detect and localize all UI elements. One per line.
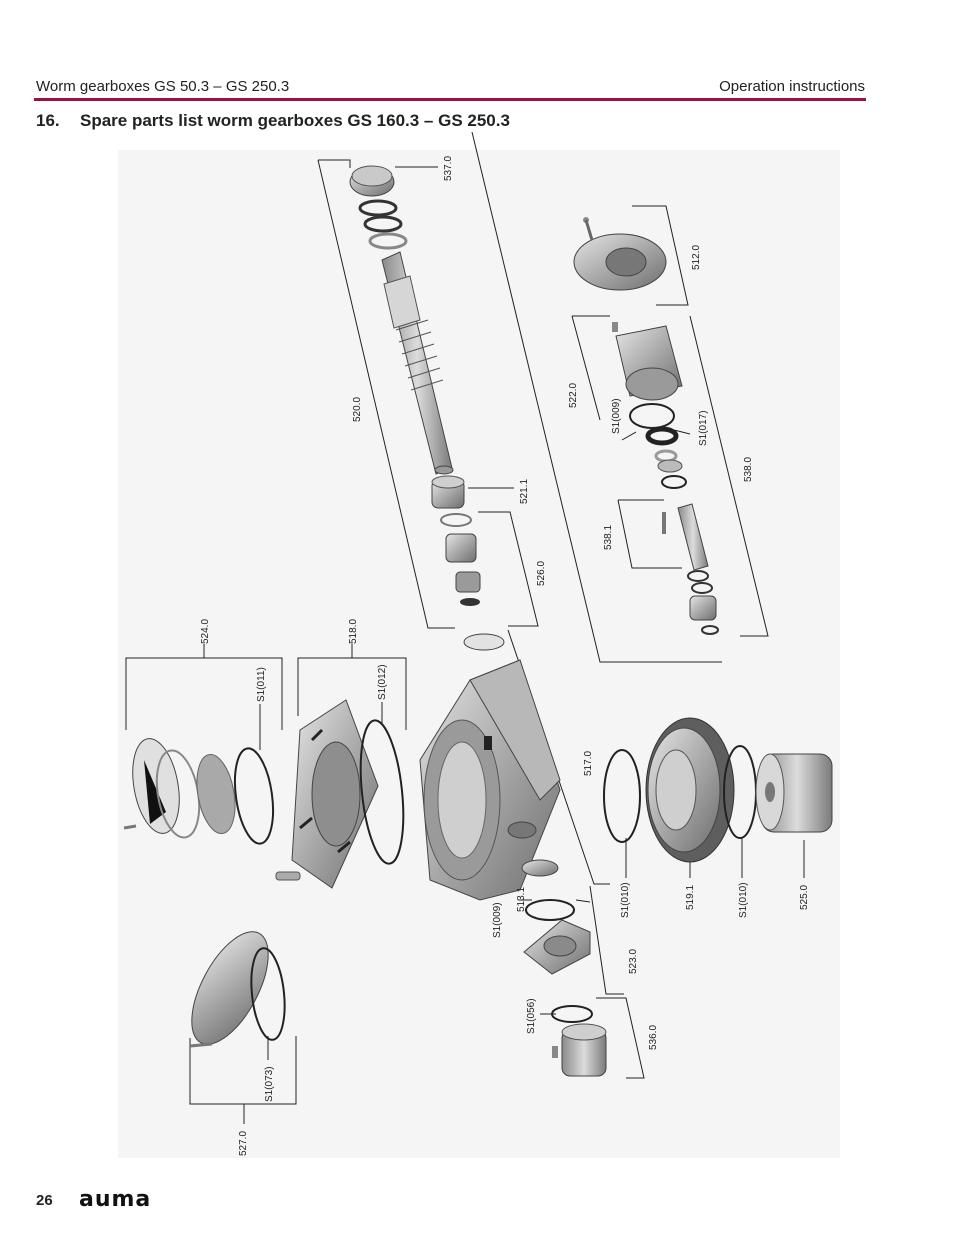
seal-s1-073 <box>250 947 286 1041</box>
label-521-1: 521.1 <box>519 479 530 504</box>
label-538-1: 538.1 <box>603 525 614 550</box>
seal-s1-009-lower <box>525 899 575 921</box>
seal-s1-010-left <box>603 749 641 843</box>
label-517-0: 517.0 <box>583 751 594 776</box>
label-s1-009-top: S1(009) <box>611 398 622 434</box>
label-512-0: 512.0 <box>691 245 702 270</box>
label-522-0: 522.0 <box>568 383 579 408</box>
label-518-0: 518.0 <box>348 619 359 644</box>
part-523-bearing-flange <box>523 919 591 975</box>
label-524-0: 524.0 <box>200 619 211 644</box>
label-513-1: 513.1 <box>516 887 527 912</box>
label-525-0: 525.0 <box>799 885 810 910</box>
section-title: 16. Spare parts list worm gearboxes GS 16… <box>36 111 510 131</box>
label-536-0: 536.0 <box>648 1025 659 1050</box>
part-513-bushing <box>508 859 559 882</box>
seal-s1-056 <box>551 1005 593 1023</box>
part-536-end-cap <box>552 1023 607 1077</box>
part-524-indicator-cover <box>123 738 236 839</box>
shaft-rings-top <box>358 199 408 250</box>
label-519-1: 519.1 <box>685 885 696 910</box>
label-527-0: 527.0 <box>238 1131 249 1156</box>
part-519-worm-wheel <box>645 717 735 863</box>
label-526-0: 526.0 <box>536 561 547 586</box>
part-538-shaft <box>662 503 719 635</box>
label-s1-010-left: S1(010) <box>620 882 631 918</box>
label-523-0: 523.0 <box>628 949 639 974</box>
label-538-0: 538.0 <box>743 457 754 482</box>
header-document-title: Worm gearboxes GS 50.3 – GS 250.3 <box>36 78 290 95</box>
header-document-type: Operation instructions <box>719 78 865 95</box>
part-521-bearing <box>431 475 465 509</box>
label-520-0: 520.0 <box>352 397 363 422</box>
part-520-worm-shaft <box>381 251 454 475</box>
label-537-0: 537.0 <box>443 156 454 181</box>
part-537-bearing-cap <box>349 165 395 197</box>
label-s1-012: S1(012) <box>377 664 388 700</box>
seal-s1-011 <box>233 747 275 845</box>
label-s1-073: S1(073) <box>264 1066 275 1102</box>
label-s1-056: S1(056) <box>526 998 537 1034</box>
label-s1-010-right: S1(010) <box>738 882 749 918</box>
header-rule <box>34 98 866 101</box>
seal-s1-012 <box>359 719 405 865</box>
part-518-cover-plate <box>275 699 379 889</box>
part-522-housing <box>612 322 683 401</box>
page-number: 26 <box>36 1192 53 1209</box>
housing-seals <box>629 403 687 489</box>
label-s1-009-lower: S1(009) <box>492 902 503 938</box>
part-517-gear-housing <box>419 659 561 901</box>
part-526-bearing-stack <box>440 513 505 651</box>
part-512-flange <box>573 217 667 291</box>
part-527-housing-cover <box>189 931 269 1048</box>
part-labels: 537.0 512.0 520.0 522.0 S1(009) S1(017) … <box>200 156 810 1156</box>
label-s1-011: S1(011) <box>256 667 267 702</box>
section-title-text: Spare parts list worm gearboxes GS 160.3… <box>80 111 510 130</box>
auma-logo: auma <box>79 1187 152 1212</box>
section-number: 16. <box>36 111 60 130</box>
label-s1-017: S1(017) <box>698 410 709 446</box>
part-525-coupling <box>755 753 833 833</box>
